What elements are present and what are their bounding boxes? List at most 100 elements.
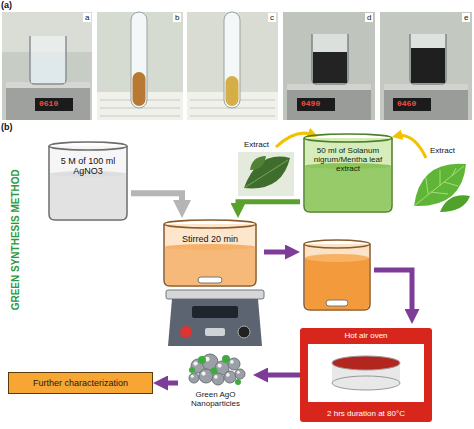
nanoparticle-node-outline	[224, 371, 236, 383]
nanoparticle-node-outline	[201, 371, 205, 375]
beaker-node: 50 ml of Solanum nigrum/Mentha leaf extr…	[300, 132, 396, 214]
extract-label: Extract	[244, 140, 269, 149]
node-text: Hot air oven	[344, 331, 387, 340]
beaker-node-outline	[304, 134, 392, 142]
photo-d	[283, 12, 375, 120]
nanoparticle-node-outline	[235, 369, 245, 379]
process-arrow	[374, 270, 412, 318]
solanum-leaf-photo	[244, 157, 290, 189]
node-text: Stirred 20 min	[182, 234, 238, 244]
photo-b	[97, 12, 183, 120]
beaker-node-outline	[165, 247, 255, 285]
photo-letter: b	[173, 13, 181, 22]
oven-box-outline	[300, 328, 432, 422]
nanoparticle-node-outline	[211, 368, 218, 375]
nanoparticle-node-outline	[178, 352, 253, 422]
oven-box-outline	[332, 356, 400, 370]
photo-e	[410, 34, 446, 84]
magnetic-stirrer	[238, 326, 250, 338]
photo-a	[30, 36, 66, 84]
oven-box: Hot air oven2 hrs duration at 80°C	[300, 328, 432, 422]
photo-letter: e	[462, 13, 470, 22]
oven-box-outline	[332, 376, 400, 390]
heated-solution-beaker	[305, 254, 369, 262]
node-body: Hot air oven2 hrs duration at 80°C	[300, 328, 432, 422]
photo-a	[2, 12, 92, 120]
beaker-node-outline	[45, 140, 131, 222]
heated-solution-beaker	[304, 244, 370, 310]
nanoparticle-node-outline	[217, 363, 221, 367]
beaker-node-outline	[164, 220, 256, 228]
photo-letter: d	[365, 13, 373, 22]
photo-letter: a	[83, 13, 91, 22]
node-body: 5 M of 100 ml AgNO3	[45, 140, 131, 222]
photo-a	[31, 60, 65, 83]
photo-e	[384, 84, 468, 120]
node-text: 50 ml of Solanum nigrum/Mentha leaf extr…	[308, 146, 388, 174]
photo-d	[297, 98, 335, 111]
flow-arrow	[159, 381, 178, 386]
photo-e	[384, 84, 468, 90]
beaker-node: Stirred 20 min	[160, 218, 260, 288]
nanoparticle-node-outline	[193, 361, 197, 365]
node-text: Further characterization	[33, 378, 128, 388]
photo-a	[6, 82, 90, 120]
extract-label: Extract	[430, 146, 455, 155]
node-body: Green AgO Nanoparticles	[178, 352, 253, 422]
mentha-leaf-photo	[414, 164, 470, 212]
photo-c	[187, 12, 278, 120]
display-reading: 0490	[299, 99, 322, 108]
nanoparticle-node-outline	[214, 375, 218, 379]
heated-solution-beaker	[304, 240, 370, 248]
solanum-leaf-photo	[250, 156, 266, 170]
oven-box-outline	[300, 328, 432, 422]
side-title: GREEN SYNTHESIS METHOD	[9, 169, 21, 310]
magnetic-stirrer	[168, 299, 262, 346]
photo-d	[287, 84, 371, 90]
nanoparticle-node-outline	[226, 373, 230, 377]
node-text: 5 M of 100 ml AgNO3	[53, 156, 123, 177]
magnetic-stirrer	[192, 306, 238, 318]
solanum-leaf-photo	[244, 160, 288, 188]
photo-d	[313, 52, 347, 83]
heated-solution-beaker	[305, 258, 369, 309]
photo-e	[411, 48, 445, 83]
photo-a	[2, 12, 92, 120]
photo-e	[380, 12, 472, 120]
photo-e	[380, 12, 472, 120]
flow-arrow	[238, 202, 300, 212]
photo-c	[224, 12, 240, 108]
mentha-leaf-photo	[440, 195, 470, 212]
beaker-node-outline	[160, 218, 260, 288]
magnetic-stirrer	[166, 290, 264, 346]
magnetic-stirrer	[180, 326, 192, 338]
flow-arrow	[259, 373, 300, 378]
beaker-node-outline	[198, 277, 222, 283]
beaker-node-outline	[304, 138, 392, 212]
photo-a	[35, 98, 73, 111]
panel-label: (a)	[1, 0, 12, 10]
solanum-leaf-photo	[238, 152, 294, 196]
photo-c	[226, 76, 239, 106]
photo-c	[187, 12, 278, 120]
photo-b	[133, 72, 146, 106]
heated-solution-beaker	[326, 300, 348, 306]
photo-d	[312, 34, 348, 84]
magnetic-stirrer	[205, 328, 225, 336]
beaker-node-outline	[49, 146, 127, 220]
magnetic-stirrer	[166, 290, 264, 299]
heated-solution-beaker	[304, 240, 370, 310]
beaker-node-outline	[50, 174, 126, 219]
node-body: 50 ml of Solanum nigrum/Mentha leaf extr…	[300, 132, 396, 214]
process-arrow	[264, 250, 294, 255]
photo-b	[131, 12, 147, 108]
nanoparticle-node-outline	[230, 360, 234, 364]
nanoparticle-node-outline	[222, 355, 230, 363]
display-reading: 0460	[395, 99, 418, 108]
photo-d	[287, 84, 371, 120]
photo-letter: c	[268, 13, 276, 22]
solanum-leaf-photo	[238, 152, 294, 196]
beaker-node: 5 M of 100 ml AgNO3	[45, 140, 131, 222]
extract-arrow	[396, 135, 426, 158]
